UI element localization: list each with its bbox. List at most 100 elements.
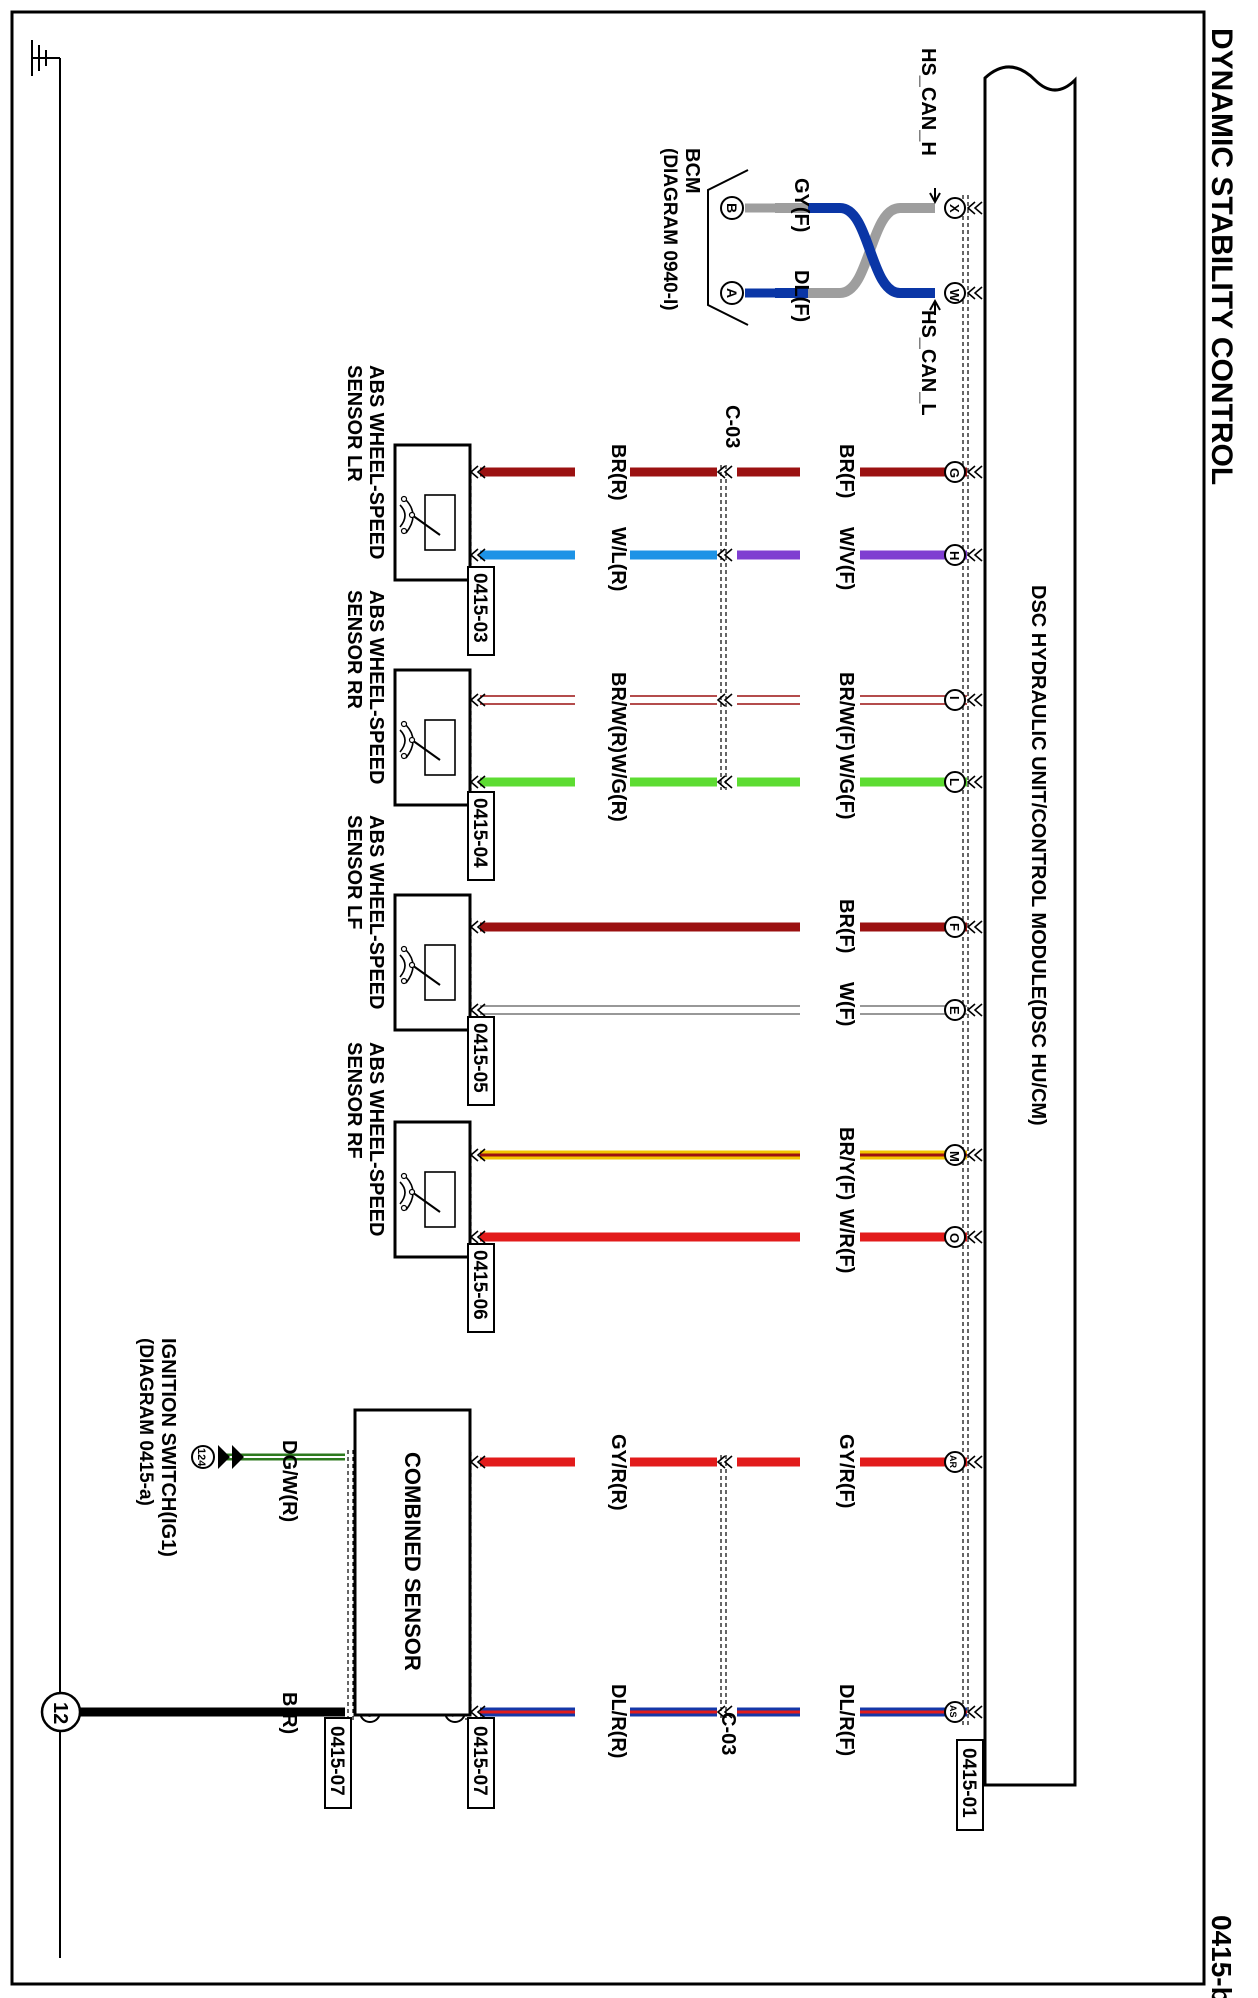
combined-sensor-ref-power: 0415-07 [324,1717,352,1809]
page-border [10,10,1206,1986]
connector-chevron [967,1003,983,1017]
svg-text:0415-06: 0415-06 [469,1250,490,1320]
wires: BR(R) BR(F) W/L(R) W/V(F) BR/W(R) BR/W(F) W/G(… [347,195,969,1758]
pin-F-label: F [947,923,962,931]
dsc-module-ref: 0415-01 [956,1739,984,1831]
wire-label-rr-1-r: BR/W(R) [607,672,629,753]
combined-power-dash [347,1450,354,1720]
sensor-lf[interactable] [393,893,472,1032]
pin-W[interactable]: W [944,282,966,304]
sensor-lf-label-2: SENSOR LF [343,815,365,929]
bcm-label: BCM [681,148,703,194]
splice-label-top: C-03 [721,405,743,448]
sensor-lr[interactable] [393,443,472,582]
dsc-module-label: DSC HYDRAULIC UNIT/CONTROL MODULE(DSC HU… [1027,585,1049,1126]
bcm-pin-B[interactable]: B [720,196,744,220]
pin-O-label: O [947,1233,962,1243]
sensor-lr-label-1: ABS WHEEL-SPEED [365,365,387,559]
splice-connector [717,465,733,479]
pin-M[interactable]: M [944,1144,966,1166]
ground-wire-label: B(R) [278,1692,300,1734]
connector-chevron [967,548,983,562]
wire-lf-2-f2 [480,1005,800,1015]
wire-label-lr-2-f: W/V(F) [835,527,857,590]
connector-chevron [470,693,486,707]
can-h-wire-label: GY(F) [790,178,812,232]
wire-label-lf-2-f: W(F) [835,982,857,1026]
sensor-rr-label-1: ABS WHEEL-SPEED [365,590,387,784]
bcm-pin-A-label: A [724,288,740,298]
svg-text:0415-07: 0415-07 [469,1726,490,1796]
ground-point[interactable]: 12 [40,1691,82,1733]
combined-sensor-ref-signal: 0415-07 [467,1717,495,1809]
pin-M-label: M [947,1151,962,1162]
splice-connector [717,775,733,789]
can-low-label: HS_CAN_L [917,310,939,416]
can-high-label: HS_CAN_H [917,48,939,156]
pin-X-label: X [947,204,962,213]
connector-chevron [967,693,983,707]
pin-AS[interactable]: AS [944,1701,966,1723]
wire-rr-1-f2 [737,695,800,705]
pin-W-label: W [947,289,962,302]
wire-label-rf-1-f: BR/Y(F) [835,1127,857,1200]
connector-chevron [967,1148,983,1162]
ignition-label: IGNITION SWITCH(IG1) [157,1338,179,1557]
sensor-rf-label-2: SENSOR RF [343,1042,365,1159]
sensor-rf[interactable] [393,1120,472,1259]
pin-L[interactable]: L [944,771,966,793]
splice-harness-dash-top [720,465,727,790]
ground-bus [31,40,61,1958]
can-arrows [929,188,941,315]
bcm-diagram: (DIAGRAM 0940-I) [659,148,680,311]
pin-I[interactable]: I [944,689,966,711]
page-title: DYNAMIC STABILITY CONTROL [1205,28,1238,485]
can-l-wire-label: DL(F) [790,270,812,322]
pin-G[interactable]: G [944,461,966,483]
bcm-pin-A[interactable]: A [720,281,744,305]
pin-E[interactable]: E [944,999,966,1021]
sensor-rr-ref: 0415-04 [467,791,495,881]
connector-chevron [967,286,983,300]
wire-label-cs-1-f: GY/R(F) [835,1434,857,1508]
pin-X[interactable]: X [944,197,966,219]
svg-text:0415-07: 0415-07 [326,1726,347,1796]
pin-AR[interactable]: AR [944,1451,966,1473]
sensor-lr-label-2: SENSOR LR [343,365,365,482]
wire-label-rr-1-f: BR/W(F) [835,672,857,751]
wire-label-rr-2-f: W/G(F) [835,754,857,820]
connector-chevron [967,1230,983,1244]
ignition-wire-label: DG/W(R) [278,1440,300,1522]
wire-label-lr-2-r: W/L(R) [607,527,629,591]
pin-F[interactable]: F [944,916,966,938]
dsc-module[interactable]: DSC HYDRAULIC UNIT/CONTROL MODULE(DSC HU… [983,65,1077,1787]
sensor-lr-ref: 0415-03 [467,566,495,656]
wire-rr-1-r2 [480,695,575,705]
connector-chevron [967,1705,983,1719]
pin-O[interactable]: O [944,1226,966,1248]
splice-connector [717,1455,733,1469]
module-harness-dash [962,195,969,1725]
connector-chevron [967,920,983,934]
ground-point-number: 12 [49,1702,71,1724]
wire-label-lf-1-f: BR(F) [835,899,857,953]
page-code: 0415-b [1206,1915,1237,1998]
wire-label-lr-1-r: BR(R) [607,444,629,501]
combined-sensor[interactable]: COMBINED SENSOR [353,1408,472,1717]
sensor-rf-label-1: ABS WHEEL-SPEED [365,1042,387,1236]
sensor-lf-label-1: ABS WHEEL-SPEED [365,815,387,1009]
pin-H-label: H [947,551,962,560]
connector-chevron [967,201,983,215]
svg-text:0415-05: 0415-05 [469,1023,490,1093]
sensor-rf-ref: 0415-06 [467,1243,495,1333]
sensor-rr-label-2: SENSOR RR [343,590,365,709]
pin-H[interactable]: H [944,544,966,566]
splice-label-bottom: C-03 [717,1712,739,1755]
bcm-connector[interactable]: BCM (DIAGRAM 0940-I) [659,148,749,326]
wire-label-rf-2-f: W/R(F) [835,1209,857,1273]
wire-label-cs-2-f: DL/R(F) [835,1684,857,1756]
sensor-rr[interactable] [393,668,472,807]
splice-connector [717,693,733,707]
pins: XWGHILFEMOARASBACBAD [359,196,983,1723]
